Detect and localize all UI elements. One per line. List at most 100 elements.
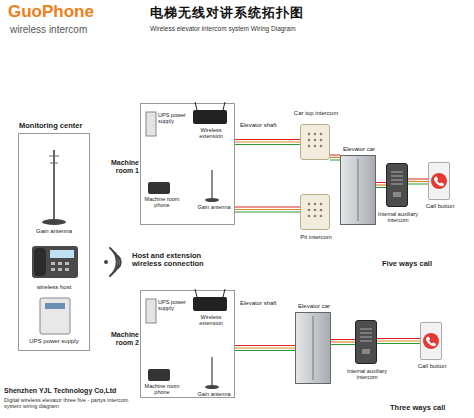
device-label: Gain antenna (195, 391, 233, 397)
machine-room-equipment (148, 369, 170, 381)
machine-room-box: Machine room 2 (140, 290, 235, 398)
wire-strand (331, 344, 355, 345)
company-name: Shenzhen YJL Technology Co,Ltd (4, 387, 138, 395)
wire-connector (330, 157, 340, 158)
wire-strand (408, 179, 428, 180)
node-label: Internal auxiliary intercom (346, 368, 388, 380)
wire-bundle (331, 340, 355, 345)
intercom-box: Car top intercom (300, 124, 330, 160)
gain-antenna-icon (53, 150, 55, 222)
diagram-title: 电梯无线对讲系统拓扑图 (150, 6, 460, 20)
wireless-host-icon (34, 248, 46, 276)
node-label: Elevator car (291, 303, 337, 310)
gain-antenna-icon (50, 163, 58, 164)
device-label: Gain antenna (18, 228, 90, 235)
node-label: Pit intercom (293, 234, 339, 241)
node-label: Machine room 2 (105, 331, 139, 346)
call-button-box: Call button (428, 162, 450, 200)
wireless-host-icon (32, 246, 78, 278)
wireless-host-icon (65, 268, 69, 271)
wire-strand (235, 144, 300, 145)
wire-connector (235, 141, 300, 142)
wire-connector (235, 347, 295, 348)
machine-room-equipment (146, 299, 156, 323)
diagram-subtitle: Wireless elevator intercom system Wiring… (150, 25, 410, 32)
device-label: wireless host (18, 284, 90, 291)
ups-icon (40, 298, 70, 334)
call-mode-note: Five ways call (382, 260, 467, 268)
machine-room-equipment (211, 357, 213, 387)
gain-antenna-icon (42, 150, 66, 225)
wire-connector (377, 340, 420, 341)
call-button-box: Call button (420, 322, 442, 360)
wireless-host-icon (51, 268, 55, 271)
elevator-car-box: Elevator car (340, 155, 376, 225)
machine-room-equipment (148, 182, 170, 194)
wire-strand (331, 339, 355, 340)
aux-intercom-box: Internal auxiliary intercom (386, 163, 408, 207)
wire-strand (330, 160, 340, 161)
wire-strand (235, 212, 300, 213)
wireless-host-icon (50, 250, 74, 258)
node-label: Car top intercom (293, 110, 339, 117)
wireless-symbol (118, 256, 121, 268)
machine-room-equipment (146, 102, 227, 202)
machine-room-equipment (146, 112, 156, 136)
wire-connector (235, 209, 300, 210)
device-label: UPS power supply (158, 112, 190, 124)
wire-strand (377, 343, 420, 344)
connection-note: Host and extension wireless connection (132, 252, 232, 269)
machine-room-equipment (205, 385, 219, 389)
wireless-host-icon (58, 268, 62, 271)
wire-strand (330, 155, 340, 156)
wire-strand (408, 184, 428, 185)
machine-room-equipment (193, 297, 227, 311)
machine-room-equipment (205, 198, 219, 202)
wire-bundle (408, 179, 428, 184)
wire-strand (235, 207, 300, 208)
wire-strand (235, 139, 300, 140)
wire-bundle (330, 155, 340, 160)
elevator-car-box: Elevator car (295, 312, 331, 384)
wireless-symbol (114, 252, 119, 272)
ups-icon (40, 298, 70, 334)
machine-room-equipment (146, 289, 227, 389)
area-label: Elevator shaft (240, 300, 284, 307)
device-label: UPS power supply (158, 299, 190, 311)
device-label: Machine room phone (142, 196, 182, 208)
monitoring-center-box: Monitoring center (18, 133, 90, 351)
gain-antenna-icon (42, 219, 66, 225)
intercom-box: Pit intercom (300, 194, 330, 230)
wire-bundle (235, 140, 300, 145)
node-label: Elevator car (336, 146, 382, 153)
wire-connector (376, 184, 386, 185)
wireless-host-icon (51, 262, 55, 265)
node-label: Machine room 1 (105, 159, 139, 174)
device-label: Wireless extension (190, 127, 232, 139)
brand-logo: GuoPhone (8, 3, 138, 22)
wire-strand (377, 338, 420, 339)
wire-strand (235, 345, 295, 346)
node-label: Monitoring center (19, 122, 109, 130)
machine-room-equipment (211, 170, 213, 200)
device-label: Gain antenna (195, 204, 233, 210)
device-label: Machine room phone (142, 383, 182, 395)
wire-bundle (235, 207, 300, 212)
wireless-host-icon (65, 262, 69, 265)
wire-strand (376, 187, 386, 188)
node-label: Call button (421, 203, 459, 210)
wireless-symbol (104, 260, 108, 264)
wire-connector (408, 181, 428, 182)
device-label: UPS power supply (18, 338, 90, 345)
wire-bundle (377, 339, 420, 344)
wire-strand (235, 350, 295, 351)
wireless-symbol (110, 248, 117, 276)
wireless-host-icon (32, 246, 78, 278)
wire-bundle (376, 183, 386, 188)
wireless-host-icon (58, 262, 62, 265)
call-mode-note: Three ways call (390, 404, 474, 412)
wire-bundle (235, 346, 295, 351)
